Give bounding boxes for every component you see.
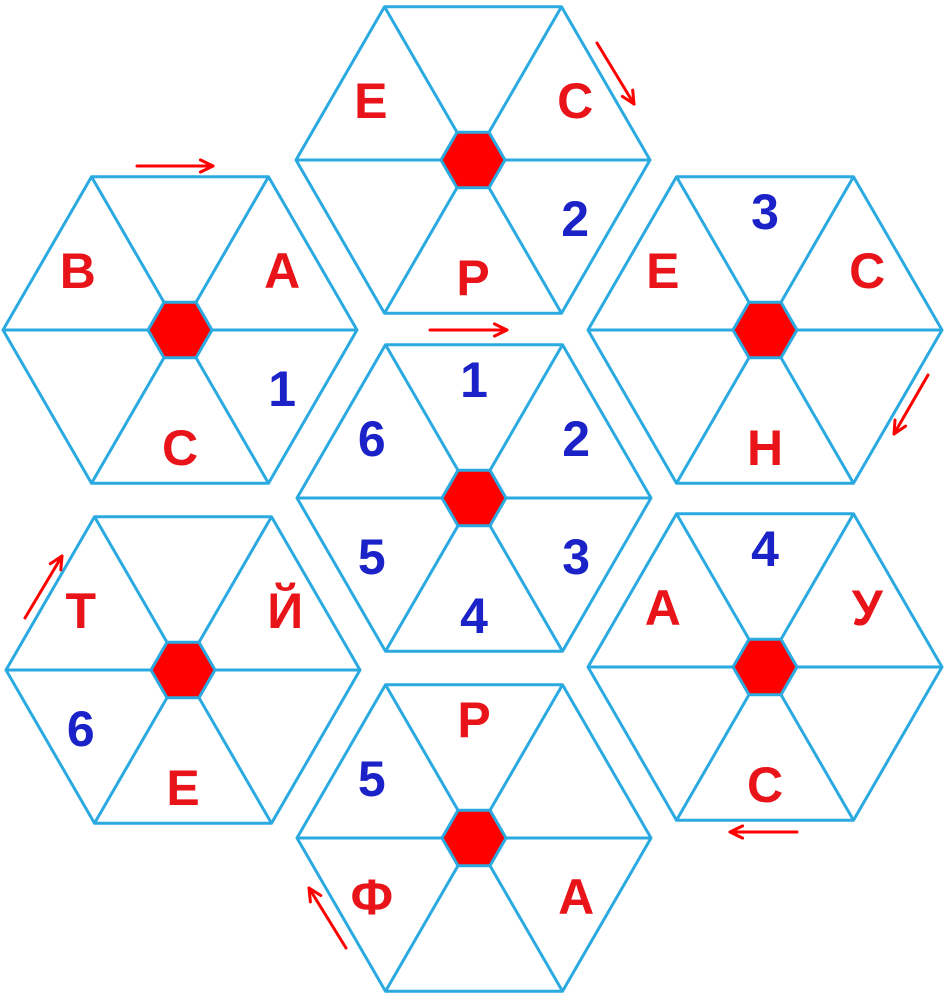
hexagon-cell-center-2: 3 <box>562 529 590 585</box>
hexagon-cell-lower-left-4: 6 <box>67 701 95 757</box>
hexagon-cell-lower-right-3: С <box>747 757 783 813</box>
hexagon-cell-upper-left-5: В <box>60 243 96 299</box>
hexagon-upper-right: 3С Н Е <box>586 175 944 485</box>
hexagon-cell-upper-left-3: С <box>162 420 198 476</box>
hexagon-cell-lower-left-5: Т <box>66 583 97 639</box>
hexagon-bottom: Р А Ф 5 <box>295 683 653 993</box>
hexagon-top: С 2Р Е <box>294 5 652 315</box>
hexagon-center: 1 2 3 4 5 6 <box>295 343 653 653</box>
center-red-hexagon <box>440 808 508 868</box>
arrow-right-icon <box>892 373 930 436</box>
hexagon-cell-bottom-4: Ф <box>350 869 393 925</box>
hexagon-lower-left: Й Е 6 Т <box>4 515 362 825</box>
center-red-hexagon <box>731 300 799 360</box>
arrow-top-right-icon <box>595 41 636 106</box>
arrow-bottom-right-icon <box>728 824 799 840</box>
center-red-hexagon <box>731 637 799 697</box>
hexagon-cell-upper-left-2: 1 <box>268 361 296 417</box>
hexagon-cell-top-5: Е <box>354 73 387 129</box>
hexagon-cell-top-3: Р <box>456 250 489 306</box>
center-red-hexagon <box>440 468 508 528</box>
hexagon-cell-upper-right-0: 3 <box>751 184 779 240</box>
hexagon-cell-bottom-5: 5 <box>358 751 386 807</box>
hexagon-cell-lower-left-1: Й <box>267 582 303 639</box>
arrow-middle-icon <box>428 322 509 338</box>
hexagon-cell-center-1: 2 <box>562 411 590 467</box>
arrow-bottom-left-icon <box>307 886 348 950</box>
center-red-hexagon <box>149 640 217 700</box>
hexagon-cell-upper-right-1: С <box>849 243 885 299</box>
hexagon-upper-left: А 1С В <box>1 175 359 485</box>
center-red-hexagon <box>146 300 214 360</box>
hexagon-cell-center-4: 5 <box>358 529 386 585</box>
hexagon-cell-center-5: 6 <box>358 411 386 467</box>
hexagon-cell-bottom-2: А <box>558 869 594 925</box>
hexagon-cell-center-3: 4 <box>460 588 488 644</box>
hexagon-cell-upper-right-5: Е <box>646 243 679 299</box>
arrow-left-icon <box>23 554 64 620</box>
hexagon-cell-top-2: 2 <box>561 191 589 247</box>
center-red-hexagon <box>439 130 507 190</box>
hexagon-cell-bottom-0: Р <box>457 692 490 748</box>
hexagon-cell-center-0: 1 <box>460 352 488 408</box>
hexagon-cell-lower-left-3: Е <box>166 760 199 816</box>
hexagon-cell-lower-right-5: А <box>645 580 681 636</box>
hexagon-cell-upper-right-3: Н <box>747 420 783 476</box>
hexagon-cell-lower-right-1: У <box>852 580 884 636</box>
hexagon-cell-upper-left-1: А <box>264 243 300 299</box>
arrow-top-left-icon <box>135 158 215 174</box>
hexagon-lower-right: 4У С А <box>586 512 944 822</box>
hexagon-cell-top-1: С <box>557 73 593 129</box>
hexagon-cell-lower-right-0: 4 <box>751 521 779 577</box>
